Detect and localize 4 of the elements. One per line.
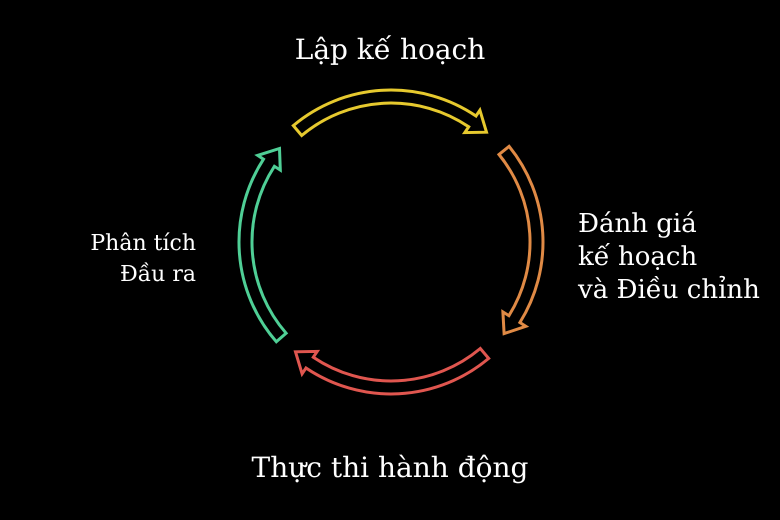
- phase-label: Đánh giá kế hoạch và Điều chỉnh: [578, 208, 761, 307]
- phase-label: Lập kế hoạch: [294, 32, 486, 68]
- phase-label: Phân tích Đầu ra: [89, 230, 196, 289]
- phase-label: Thực thi hành động: [250, 450, 530, 486]
